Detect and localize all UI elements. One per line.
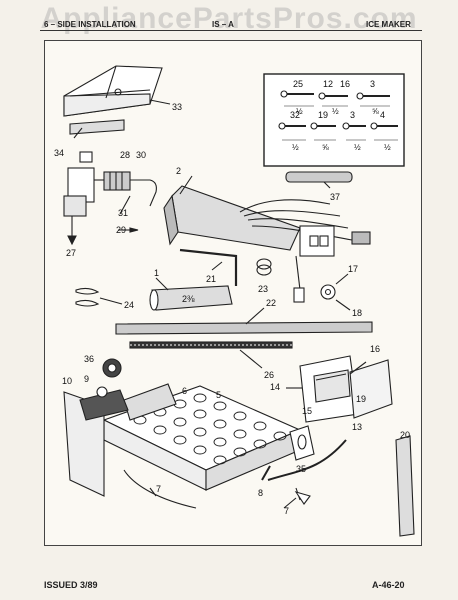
ice-bin-part-33 <box>63 65 163 117</box>
callout-33: 33 <box>172 102 182 112</box>
callout-36: 36 <box>84 354 94 364</box>
bracket-part-13 <box>349 359 393 419</box>
callout-2: 2 <box>176 166 181 176</box>
leader-31 <box>119 195 131 215</box>
header-left: 6 – SIDE INSTALLATION <box>44 20 136 29</box>
leader-24 <box>99 297 123 305</box>
hardware-fractions: ½ ½ ⅝ ½ ⅝ ½ ½ 2⅜ <box>182 107 391 304</box>
fill-tube-harness-part-2 <box>163 175 371 303</box>
fraction-12: ½ <box>332 107 339 116</box>
header-right: ICE MAKER <box>366 20 411 29</box>
screw-part-9 <box>96 386 108 398</box>
callout-29: 29 <box>116 225 126 235</box>
callout-35: 35 <box>296 464 306 474</box>
callout-15: 15 <box>302 406 312 416</box>
callout-5: 5 <box>216 390 221 400</box>
callout-7a: 7 <box>156 484 161 494</box>
control-cover-part-14 <box>299 355 359 423</box>
callout-24: 24 <box>124 300 134 310</box>
leader-33 <box>149 99 171 105</box>
leader-37 <box>323 181 331 189</box>
leader-7b <box>283 497 297 509</box>
callout-34: 34 <box>54 148 64 158</box>
leader-16 <box>349 361 367 375</box>
fraction-32: ½ <box>292 143 299 152</box>
compression-fitting-part-30 <box>103 171 157 207</box>
fraction-3-top: ⅝ <box>372 107 379 116</box>
wire-harness-part-7 <box>123 439 347 509</box>
clip-part-24 <box>75 287 100 307</box>
callout-21: 21 <box>206 274 216 284</box>
callout-22: 22 <box>266 298 276 308</box>
watermark: AppliancePartsPros.com <box>40 2 418 35</box>
callout-12: 12 <box>323 79 333 89</box>
callout-26: 26 <box>264 370 274 380</box>
fraction-25: ½ <box>296 107 303 116</box>
callout-30: 30 <box>136 150 146 160</box>
callout-17: 17 <box>348 264 358 274</box>
water-valve-part-27 <box>63 167 104 246</box>
leader-26 <box>239 349 263 369</box>
callout-10: 10 <box>62 376 72 386</box>
callout-19-hw: 19 <box>318 110 328 120</box>
callout-27: 27 <box>66 248 76 258</box>
rod-part-22 <box>115 321 373 335</box>
callout-28: 28 <box>120 150 130 160</box>
callout-4: 4 <box>380 110 385 120</box>
callout-20: 20 <box>400 430 410 440</box>
tube-part-1 <box>149 285 233 311</box>
hardware-box <box>263 73 405 167</box>
callout-1: 1 <box>154 268 159 278</box>
callout-18: 18 <box>352 308 362 318</box>
strip-part-20 <box>395 435 415 537</box>
header-rule <box>40 30 422 31</box>
header-middle: IS – A <box>212 20 234 29</box>
heater-strip-part-26 <box>129 341 296 349</box>
callout-13: 13 <box>352 422 362 432</box>
l-tube-part-21 <box>179 248 238 286</box>
pad-part-34 <box>69 119 125 139</box>
issued-date: ISSUED 3/89 <box>44 580 98 590</box>
fraction-19: ⅝ <box>322 143 329 152</box>
callout-3-top: 3 <box>370 79 375 89</box>
mounting-plate-part-10 <box>63 389 129 497</box>
callout-16-cover: 16 <box>370 344 380 354</box>
leader-22 <box>245 307 265 325</box>
callout-9: 9 <box>84 374 89 384</box>
leader-21 <box>211 261 223 271</box>
callout-3-mid: 3 <box>350 110 355 120</box>
clamp-part-23 <box>256 258 272 276</box>
callout-labels: 25 12 16 3 32 19 3 4 33 34 28 30 2 37 31… <box>54 79 410 516</box>
callout-14: 14 <box>270 382 280 392</box>
callout-19-cover: 19 <box>356 394 366 404</box>
fraction-4: ½ <box>384 143 391 152</box>
fraction-3-mid: ½ <box>354 143 361 152</box>
fraction-tube-1: 2⅜ <box>182 294 195 304</box>
motor-housing-part-6 <box>123 383 177 421</box>
callout-16: 16 <box>340 79 350 89</box>
callout-37: 37 <box>330 192 340 202</box>
leader-18 <box>335 299 351 311</box>
washer-part-17 <box>320 284 336 300</box>
callout-32: 32 <box>290 110 300 120</box>
screw-part-8 <box>261 465 271 481</box>
callout-6: 6 <box>182 386 187 396</box>
leader-7a <box>149 487 157 497</box>
callout-8: 8 <box>258 488 263 498</box>
bracket-part-35 <box>289 425 315 461</box>
leader-17 <box>335 273 349 285</box>
callout-7b: 7 <box>284 506 289 516</box>
fitting-part-28 <box>79 151 93 163</box>
callout-23: 23 <box>258 284 268 294</box>
page-code: A-46-20 <box>372 580 405 590</box>
callout-25: 25 <box>293 79 303 89</box>
callout-31: 31 <box>118 208 128 218</box>
leader-1 <box>155 277 169 291</box>
tube-part-37 <box>285 171 353 183</box>
thermostat-part-36 <box>102 358 122 378</box>
